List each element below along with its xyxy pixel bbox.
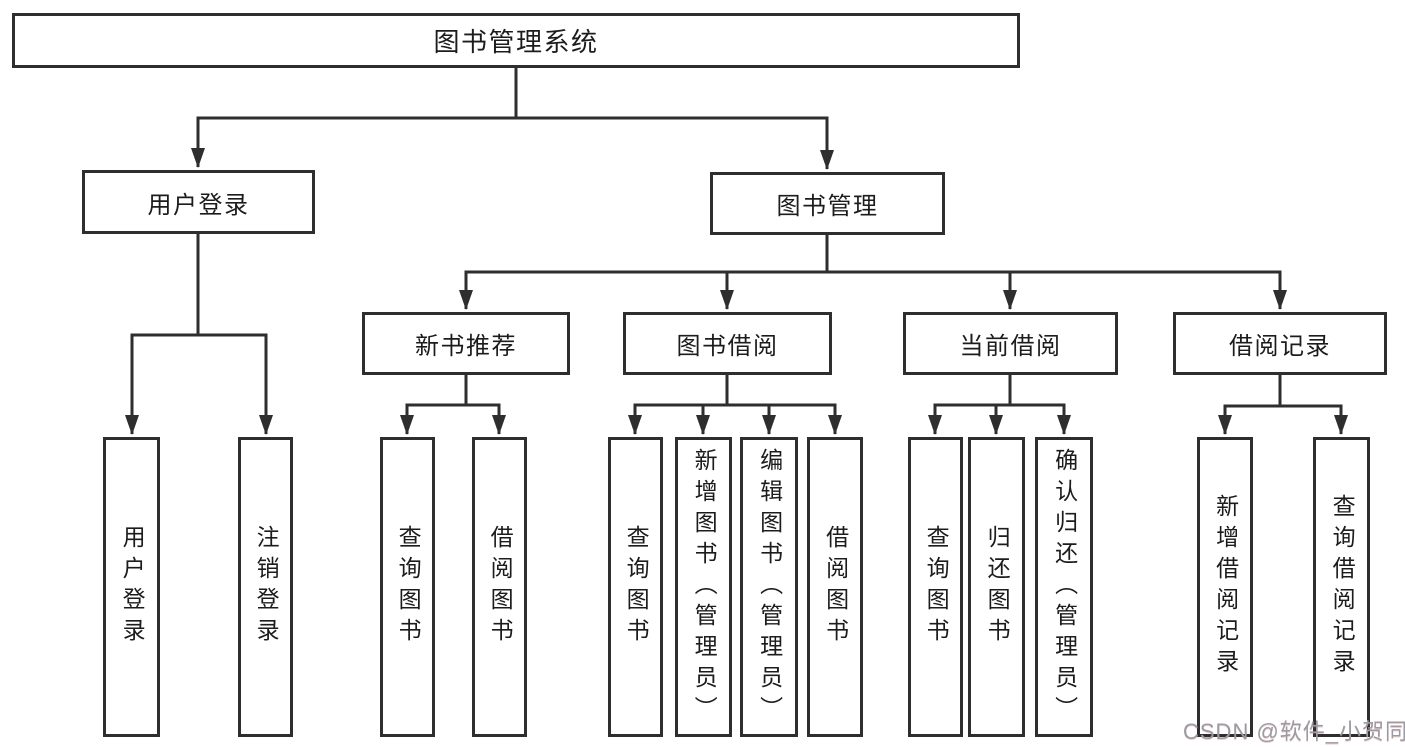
- leaf-current-query-books: 查询图书: [908, 437, 963, 737]
- node-book-management-label: 图书管理: [776, 193, 879, 220]
- node-borrowing-records-label: 借阅记录: [1229, 333, 1331, 360]
- leaf-user-login: 用户登录: [103, 437, 160, 737]
- leaf-logout-login-label: 注销登录: [253, 525, 280, 649]
- leaf-current-query-books-label: 查询图书: [923, 525, 950, 649]
- leaf-current-return-books-label: 归还图书: [984, 525, 1011, 649]
- leaf-newrec-borrow-books: 借阅图书: [472, 437, 527, 737]
- node-new-book-recommend-label: 新书推荐: [415, 333, 517, 360]
- leaf-borrow-add-books-admin-label: 新增图书（管理员）: [691, 447, 718, 727]
- leaf-current-confirm-return-admin: 确认归还（管理员）: [1035, 437, 1093, 737]
- node-new-book-recommend: 新书推荐: [362, 312, 570, 375]
- node-current-borrowing-label: 当前借阅: [959, 333, 1062, 360]
- leaf-borrow-borrow-books: 借阅图书: [807, 437, 863, 737]
- leaf-newrec-query-books-label: 查询图书: [395, 525, 422, 649]
- node-library-system-label: 图书管理系统: [433, 27, 599, 57]
- leaf-records-add-record: 新增借阅记录: [1197, 437, 1253, 737]
- leaf-borrow-add-books-admin: 新增图书（管理员）: [675, 437, 732, 737]
- leaf-borrow-query-books: 查询图书: [608, 437, 663, 737]
- node-library-system: 图书管理系统: [12, 13, 1020, 68]
- node-user-login: 用户登录: [82, 170, 315, 234]
- leaf-current-confirm-return-admin-label: 确认归还（管理员）: [1051, 447, 1078, 727]
- leaf-newrec-query-books: 查询图书: [380, 437, 435, 737]
- leaf-borrow-borrow-books-label: 借阅图书: [822, 525, 849, 649]
- csdn-watermark: CSDN @软件_小贺同学: [1183, 719, 1405, 744]
- node-user-login-label: 用户登录: [147, 191, 250, 219]
- node-book-management: 图书管理: [710, 172, 945, 235]
- node-book-borrowing-label: 图书借阅: [676, 333, 779, 360]
- leaf-records-query-record: 查询借阅记录: [1313, 437, 1370, 737]
- node-borrowing-records: 借阅记录: [1173, 312, 1387, 375]
- leaf-borrow-edit-books-admin-label: 编辑图书（管理员）: [756, 447, 783, 727]
- leaf-borrow-query-books-label: 查询图书: [623, 525, 650, 649]
- node-book-borrowing: 图书借阅: [623, 312, 832, 375]
- leaf-current-return-books: 归还图书: [968, 437, 1025, 737]
- node-current-borrowing: 当前借阅: [903, 312, 1118, 375]
- leaf-logout-login: 注销登录: [238, 437, 293, 737]
- leaf-borrow-edit-books-admin: 编辑图书（管理员）: [740, 437, 798, 737]
- leaf-user-login-label: 用户登录: [119, 525, 146, 649]
- leaf-records-query-record-label: 查询借阅记录: [1329, 494, 1356, 680]
- leaf-newrec-borrow-books-label: 借阅图书: [487, 525, 514, 649]
- leaf-records-add-record-label: 新增借阅记录: [1212, 494, 1239, 680]
